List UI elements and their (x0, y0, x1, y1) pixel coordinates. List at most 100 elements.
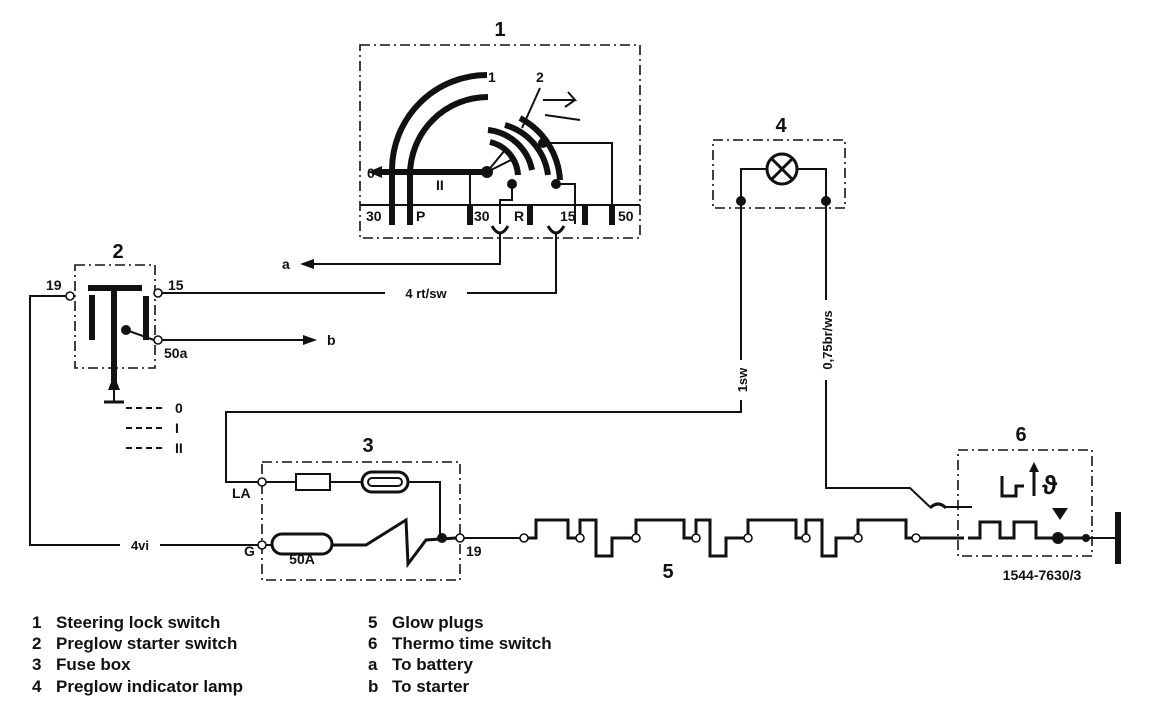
terminal-19-left (65, 291, 75, 301)
fuse-box: 3 LA G 19 50A (232, 435, 482, 581)
legend-text-5: Glow plugs (392, 613, 484, 632)
terminal-19-fuse (455, 533, 465, 543)
wire-075-label-bg (817, 300, 835, 380)
wire-4rtsw-label-bg (385, 284, 467, 302)
plug-30-icon (490, 225, 510, 235)
plug-15-icon (546, 225, 566, 235)
steering-lock-switch: 1 30 P 30 R 15 50 0 II (359, 19, 641, 239)
label-b: b (327, 332, 336, 348)
legend-text-3: Fuse box (56, 655, 131, 674)
arrow-b-icon (303, 335, 317, 345)
pin-r-label: R (514, 208, 524, 224)
position-0-label: 0 (367, 165, 375, 181)
thermo-contact-icon (1052, 508, 1068, 520)
pin-la-label: LA (232, 485, 251, 501)
wire-1sw (225, 201, 742, 483)
pin-50a-label: 50a (164, 345, 188, 361)
terminal-15-left (153, 288, 163, 298)
wire-075brws (825, 201, 931, 508)
terminal-g (257, 540, 267, 550)
arrow-a-icon (300, 259, 314, 269)
lamp-terminal-right (821, 196, 831, 206)
component-1-frame (359, 44, 641, 239)
thermo-bimetal-icon (1000, 476, 1024, 498)
legend-text-4: Preglow indicator lamp (56, 677, 243, 696)
wire-1sw-label: 1sw (735, 367, 750, 392)
glow-plug-chain (524, 518, 964, 558)
switch-arc-r (504, 122, 551, 176)
pin-15-label: 15 (560, 208, 576, 224)
component-6-frame (957, 449, 1093, 557)
position-i-text: I (175, 420, 179, 436)
switch-2-link (125, 329, 155, 341)
component-3-frame (261, 461, 461, 581)
lever-fan-2 (486, 157, 516, 173)
switch-arc-outer (389, 72, 488, 224)
legend-key-5: 5 (368, 613, 377, 632)
main-fuse-rating: 50A (289, 551, 315, 567)
wire-4rtsw-label: 4 rt/sw (405, 286, 447, 301)
position-0-text: 0 (175, 400, 183, 416)
indicator-fuse-inner (367, 477, 403, 487)
legend-key-b: b (368, 677, 378, 696)
component-4-frame (712, 139, 846, 209)
pin-15-label-2: 15 (168, 277, 184, 293)
pin-50-label: 50 (618, 208, 634, 224)
position-2-arrow-icon (543, 91, 578, 108)
legend-key-1: 1 (32, 613, 41, 632)
plug-6-icon (928, 502, 948, 510)
legend-text-6: Thermo time switch (392, 634, 552, 653)
glow-plug-node-8 (911, 533, 921, 543)
plunger-arrow-icon (108, 375, 120, 390)
preglow-starter-switch: 2 19 15 50a 0 I II (46, 241, 188, 456)
position-1-label: 1 (488, 69, 496, 85)
switch-arc-small-2 (489, 139, 521, 176)
legend-text-1: Steering lock switch (56, 613, 220, 632)
component-1-number: 1 (494, 19, 505, 41)
fuse-junction (437, 533, 447, 543)
wire-to-battery (310, 234, 501, 265)
switch-arc-inner (407, 94, 489, 224)
legend: 1 Steering lock switch 2 Preglow starter… (32, 613, 552, 696)
lamp-cross-2 (769, 156, 795, 182)
pin-g-label: G (244, 543, 255, 559)
lamp-lead-right (797, 168, 827, 201)
thermo-junction (1052, 532, 1064, 544)
preglow-indicator-lamp: 4 (712, 115, 846, 209)
pin-19-label: 19 (46, 277, 62, 293)
component-5-number: 5 (662, 561, 673, 583)
glow-plug-node-3 (631, 533, 641, 543)
legend-key-a: a (368, 655, 378, 674)
pin-30b-label: 30 (474, 208, 490, 224)
legend-key-6: 6 (368, 634, 377, 653)
link-50 (543, 142, 613, 224)
component-6-number: 6 (1015, 424, 1026, 446)
wire-1sw-label-bg (732, 360, 750, 400)
legend-key-2: 2 (32, 634, 41, 653)
thermo-heater-icon (968, 520, 1086, 540)
ground-node (1082, 534, 1090, 542)
wire-075-label: 0,75br/ws (820, 310, 835, 369)
glow-plug-node-6 (801, 533, 811, 543)
glow-plug-node-1 (519, 533, 529, 543)
temperature-icon: ϑ (1042, 470, 1058, 500)
link-r (499, 184, 513, 224)
thermo-arrow-icon (1029, 462, 1039, 472)
thermo-time-switch: 6 ϑ 1544-7630/3 (928, 424, 1121, 583)
glow-plug-node-2 (575, 533, 585, 543)
lever-arrow-icon (368, 166, 382, 178)
wire-4vi-label: 4vi (131, 538, 149, 553)
position-2-label: 2 (536, 69, 544, 85)
legend-text-a: To battery (392, 655, 473, 674)
wire-4rtsw (158, 234, 557, 294)
legend-text-b: To starter (392, 677, 470, 696)
pin-p-label: P (416, 208, 425, 224)
glow-plugs: 5 (464, 518, 964, 583)
pin-30a-label: 30 (366, 208, 382, 224)
glow-plug-node-5 (743, 533, 753, 543)
part-number: 1544-7630/3 (1003, 567, 1082, 583)
link-15-short (556, 183, 576, 224)
la-branch-3 (408, 481, 441, 538)
component-3-number: 3 (362, 435, 373, 457)
